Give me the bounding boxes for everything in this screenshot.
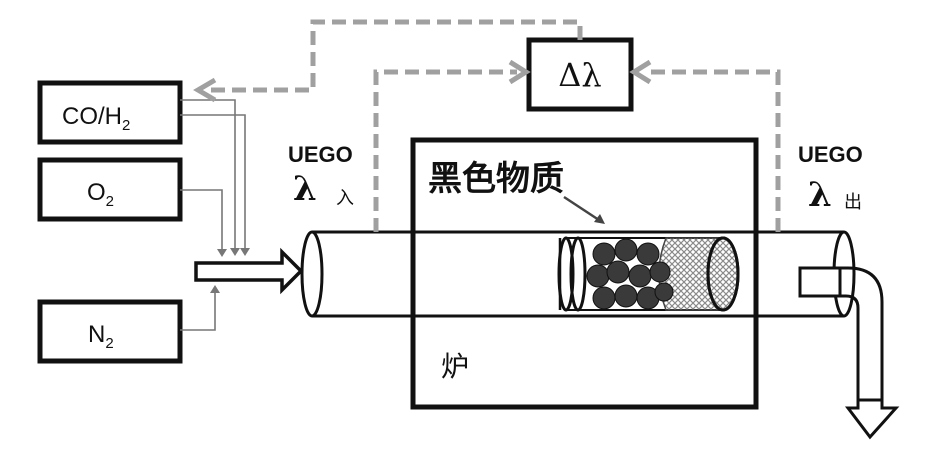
feed-lines: [180, 100, 250, 330]
controller-label: Δλ: [558, 56, 601, 94]
arrow-down-icon: [848, 400, 896, 437]
svg-text:λ: λ: [293, 169, 317, 209]
arrow-right-icon: [196, 252, 301, 290]
sensor-out: UEGO λ 出: [798, 142, 863, 215]
sensor-out-name: UEGO: [798, 142, 863, 167]
outlet-pipe: [800, 268, 896, 437]
sensor-in: UEGO λ 入: [288, 142, 354, 209]
co-h2-label: CO/H: [62, 103, 122, 130]
gas-box-o2: O2: [40, 160, 180, 219]
feed-arrow-icon: [217, 249, 227, 257]
o2-subscript: 2: [106, 193, 114, 210]
co-h2-subscript: 2: [122, 117, 130, 134]
feed-arrow-icon: [240, 248, 250, 256]
gas-box-n2: N2: [40, 302, 180, 361]
svg-text:CO/H2: CO/H2: [62, 103, 130, 134]
o2-label: O: [87, 179, 106, 206]
feed-arrow-icon: [210, 285, 220, 293]
gas-box-co-h2: CO/H2: [40, 83, 180, 142]
n2-label: N: [88, 321, 105, 348]
sensor-out-symbol: λ: [808, 175, 832, 215]
svg-text:λ: λ: [808, 175, 832, 215]
controller-box: Δλ: [529, 40, 631, 109]
arrow-left-icon: [634, 62, 650, 82]
sensor-in-name: UEGO: [288, 142, 353, 167]
sensor-out-subscript: 出: [844, 192, 862, 213]
feed-arrow-icon: [230, 248, 240, 256]
n2-subscript: 2: [105, 335, 113, 352]
sample-label: 黑色物质: [428, 159, 564, 199]
sensor-in-symbol: λ: [293, 169, 317, 209]
furnace-label: 炉: [441, 350, 469, 383]
sensor-in-subscript: 入: [336, 188, 354, 209]
